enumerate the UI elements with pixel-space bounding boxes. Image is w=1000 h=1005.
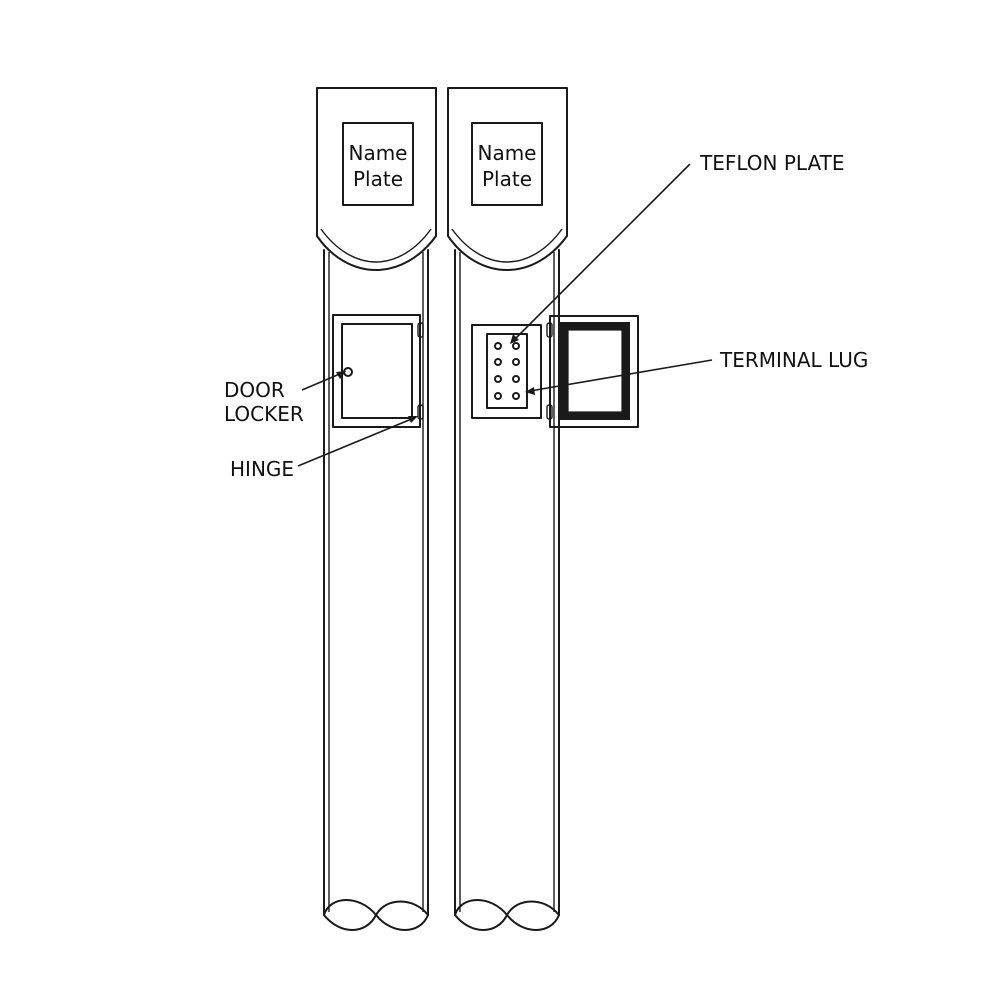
terminal-lugs: [494, 342, 520, 400]
right-name-plate: [471, 122, 543, 206]
terminal-lug: [512, 342, 520, 350]
terminal-lug: [494, 342, 502, 350]
left-post: [316, 87, 437, 931]
left-door-hinge-top: [417, 322, 424, 338]
terminal-lug-leader: [529, 359, 713, 392]
door-locker-label-line2: LOCKER: [224, 402, 304, 426]
hinge-leader: [297, 417, 415, 467]
left-name-plate-line1: Name: [348, 141, 408, 165]
door-locker-label: DOOR LOCKER: [224, 378, 304, 426]
left-name-plate-line2: Plate: [352, 167, 404, 191]
teflon-plate-label: TEFLON PLATE: [700, 151, 845, 175]
left-door-frame: [332, 314, 421, 428]
left-name-plate-text: Name Plate: [343, 140, 413, 192]
terminal-lug: [494, 358, 502, 366]
terminal-lug: [494, 375, 502, 383]
terminal-lug: [512, 358, 520, 366]
terminal-lug-label: TERMINAL LUG: [720, 348, 869, 372]
terminal-lug: [512, 375, 520, 383]
door-locker-leader: [301, 372, 343, 391]
left-name-plate: [342, 122, 414, 206]
terminal-compartment: [471, 324, 542, 419]
door-locker-label-line1: DOOR: [224, 378, 285, 402]
teflon-plate: [486, 333, 528, 409]
right-door-hinge-bottom: [546, 404, 553, 420]
right-open-door: [549, 315, 639, 428]
right-name-plate-line2: Plate: [481, 167, 533, 191]
left-door-hinge-bottom: [417, 404, 424, 420]
right-post-head: [447, 87, 568, 271]
leader-lines: [297, 163, 713, 467]
teflon-plate-leader: [513, 163, 691, 341]
terminal-lug: [494, 392, 502, 400]
right-name-plate-text: Name Plate: [472, 140, 542, 192]
right-door-hinge-top: [546, 322, 553, 338]
left-door-panel: [341, 323, 413, 419]
hinge-label: HINGE: [230, 457, 295, 481]
right-post: [447, 87, 639, 931]
terminal-lug: [512, 392, 520, 400]
left-post-head: [316, 87, 437, 271]
right-name-plate-line1: Name: [477, 141, 537, 165]
